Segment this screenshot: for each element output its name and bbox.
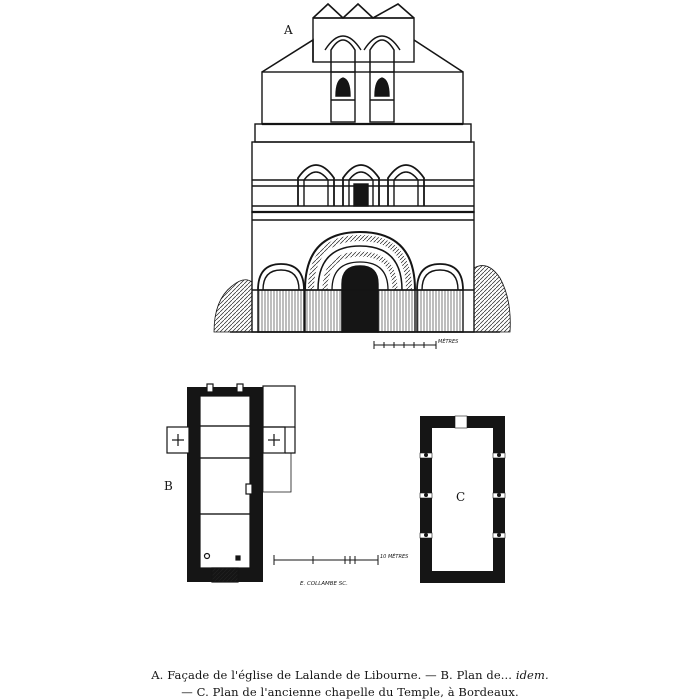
engraver-signature: E. COLLAMBE SC.	[300, 581, 348, 587]
facade-scale-label: MÈTRES	[438, 337, 459, 345]
facade-scale-bar	[373, 341, 437, 349]
caption-line-1: A. Façade de l'église de Lalande de Libo…	[0, 668, 700, 682]
label-a: A	[283, 23, 293, 37]
caption-part-1: A. Façade de l'église de Lalande de Libo…	[151, 668, 513, 682]
plan-scale-bar	[273, 555, 379, 565]
plan-scale-label: 10 MÈTRES	[380, 552, 409, 560]
plan-b	[166, 383, 296, 583]
facade-elevation	[213, 2, 511, 333]
caption-idem: idem.	[515, 668, 549, 682]
plan-c	[419, 415, 506, 583]
label-b: B	[164, 479, 173, 493]
caption-line-2: — C. Plan de l'ancienne chapelle du Temp…	[181, 685, 519, 699]
label-c: C	[456, 490, 465, 504]
